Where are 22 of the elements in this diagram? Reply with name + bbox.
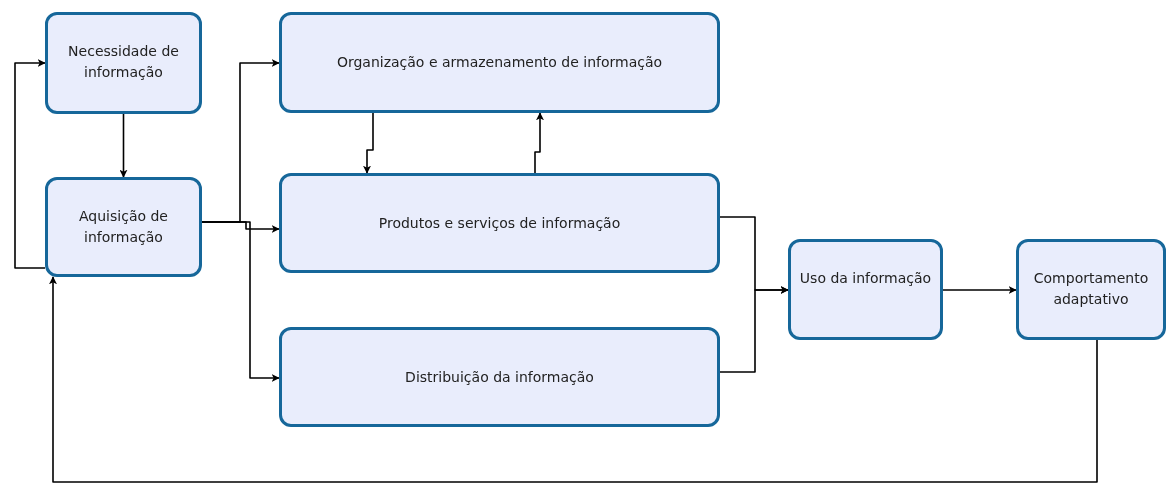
arrow (119, 113, 128, 178)
arrow (14, 59, 46, 269)
process-box (788, 239, 943, 340)
box-label: Aquisição de informação (78, 207, 169, 247)
arrow (534, 112, 544, 174)
box-label: Distribuição da informação (405, 367, 594, 387)
arrow (201, 221, 280, 382)
process-box (45, 12, 202, 114)
process-box (1016, 239, 1166, 340)
box-label: Organização e armazenamento de informação (336, 53, 663, 72)
process-box (279, 327, 720, 427)
box-label: Produtos e serviços de informação (378, 213, 621, 233)
box-label: Uso da informação (799, 269, 932, 288)
arrow (363, 112, 374, 174)
box-label: Comportamento adaptativo (1032, 269, 1150, 309)
arrow (942, 286, 1017, 294)
arrow (49, 276, 1098, 483)
process-box (45, 177, 202, 277)
arrow (719, 286, 789, 373)
box-label: Necessidade de informação (67, 42, 180, 82)
process-box (279, 12, 720, 113)
process-box (279, 173, 720, 273)
